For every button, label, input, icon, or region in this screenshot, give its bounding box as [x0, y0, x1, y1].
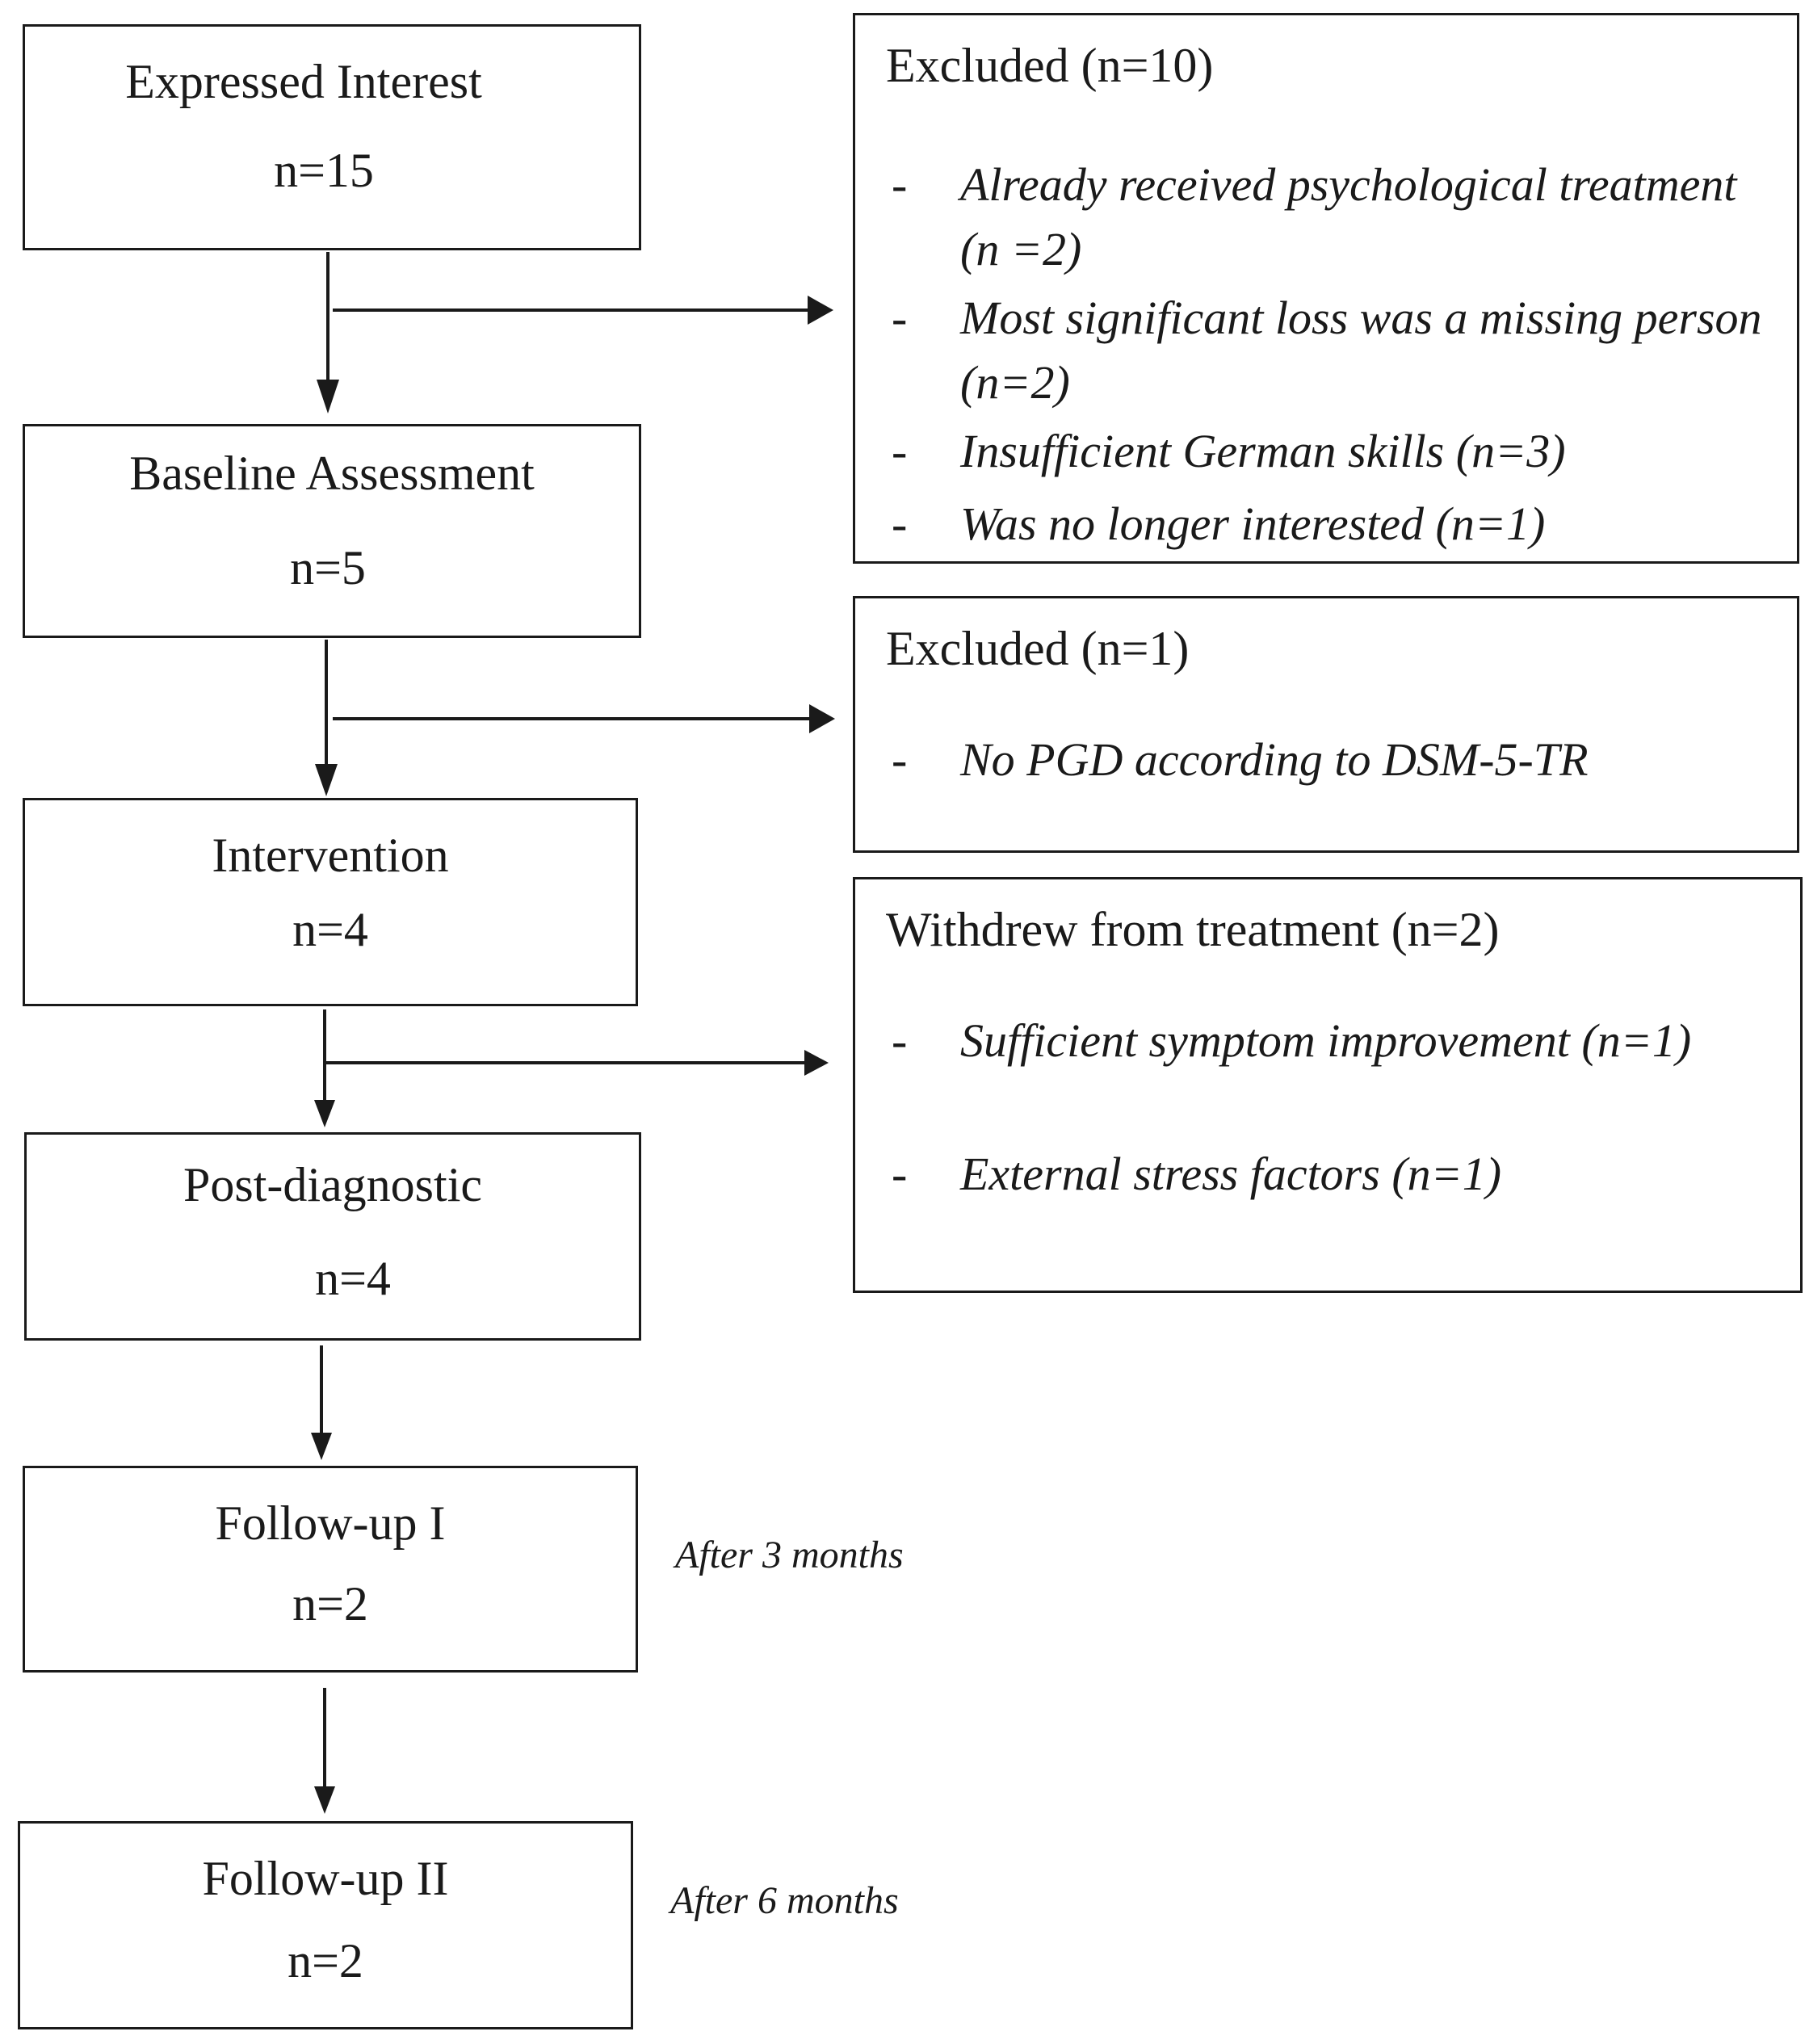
follow-up-1-timing-note: After 3 months — [675, 1534, 904, 1576]
arrow-right-1-head — [808, 296, 833, 325]
arrow-right-2-head — [809, 704, 835, 733]
list-dash: - — [892, 1148, 908, 1200]
list-dash: - — [892, 425, 908, 477]
arrow-down-2-head — [315, 764, 338, 796]
stage-count: n=4 — [292, 903, 368, 956]
arrow-down-3-head — [314, 1100, 335, 1127]
stage-title: Expressed Interest — [125, 55, 482, 108]
stage-title: Post-diagnostic — [183, 1158, 482, 1211]
stage-title: Follow-up I — [215, 1496, 446, 1550]
stage-baseline-assessment-box: Baseline Assessment n=5 — [23, 424, 641, 638]
reason-text: Insufficient German skills (n=3) — [960, 425, 1566, 477]
stage-follow-up-1-box: Follow-up I n=2 — [23, 1466, 638, 1673]
exclusion-title: Excluded (n=10) — [886, 39, 1214, 92]
list-dash: - — [892, 1014, 908, 1067]
exclusion-reason: - No PGD according to DSM-5-TR — [892, 728, 1773, 792]
exclusion-title: Excluded (n=1) — [886, 622, 1190, 675]
exclusion-reason: - Most significant loss was a missing pe… — [892, 286, 1773, 415]
arrow-down-4-head — [311, 1433, 332, 1460]
stage-count: n=2 — [292, 1577, 368, 1631]
stage-expressed-interest-box: Expressed Interest n=15 — [23, 24, 641, 250]
stage-count: n=4 — [315, 1252, 391, 1305]
reason-text: Most significant loss was a missing pers… — [960, 292, 1762, 409]
list-dash: - — [892, 733, 908, 786]
arrow-down-5-head — [314, 1786, 335, 1814]
exclusion-reason: - Already received psychological treatme… — [892, 153, 1773, 282]
reason-text: External stress factors (n=1) — [960, 1148, 1502, 1200]
list-dash: - — [892, 158, 908, 211]
stage-count: n=2 — [288, 1934, 363, 1987]
stage-follow-up-2-box: Follow-up II n=2 — [18, 1821, 633, 2029]
reason-text: No PGD according to DSM-5-TR — [960, 733, 1589, 786]
exclusion-box-1: Excluded (n=10) - Already received psych… — [853, 13, 1799, 564]
reason-text: Was no longer interested (n=1) — [960, 497, 1546, 550]
stage-title: Follow-up II — [202, 1852, 449, 1905]
exclusion-box-2: Excluded (n=1) - No PGD according to DSM… — [853, 596, 1799, 853]
list-dash: - — [892, 292, 908, 344]
stage-count: n=15 — [274, 144, 374, 197]
reason-text: Already received psychological treatment… — [960, 158, 1737, 275]
list-dash: - — [892, 497, 908, 550]
arrow-right-3-head — [804, 1050, 829, 1076]
stage-count: n=5 — [290, 541, 366, 594]
follow-up-2-timing-note: After 6 months — [670, 1879, 899, 1922]
arrow-down-1-head — [317, 380, 339, 413]
withdrawal-reason: - Sufficient symptom improvement (n=1) — [892, 1009, 1776, 1073]
withdrawal-box: Withdrew from treatment (n=2) - Sufficie… — [853, 877, 1803, 1293]
exclusion-reason: - Was no longer interested (n=1) — [892, 492, 1773, 556]
withdrawal-reason: - External stress factors (n=1) — [892, 1142, 1776, 1207]
stage-title: Intervention — [212, 829, 449, 882]
stage-title: Baseline Assessment — [129, 447, 535, 500]
stage-intervention-box: Intervention n=4 — [23, 798, 638, 1006]
exclusion-reason: - Insufficient German skills (n=3) — [892, 419, 1773, 484]
stage-post-diagnostic-box: Post-diagnostic n=4 — [24, 1132, 641, 1341]
withdrawal-title: Withdrew from treatment (n=2) — [886, 903, 1500, 956]
reason-text: Sufficient symptom improvement (n=1) — [960, 1014, 1692, 1067]
